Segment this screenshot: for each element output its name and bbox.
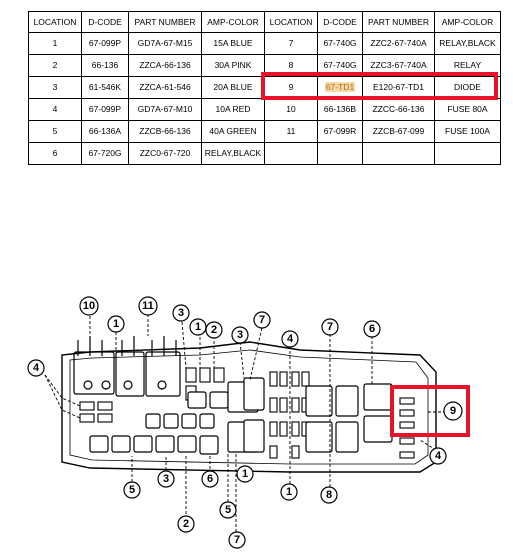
callout-5: 5 bbox=[129, 484, 135, 496]
fuse-location-table: LOCATION D-CODE PART NUMBER AMP-COLOR LO… bbox=[28, 11, 501, 165]
relay-and-fuse-blocks bbox=[89, 377, 393, 455]
cell: RELAY bbox=[434, 54, 501, 77]
highlighted-d-code-text: 67-TD1 bbox=[324, 82, 356, 92]
callout-7: 7 bbox=[259, 314, 265, 326]
callout-7: 7 bbox=[327, 321, 333, 333]
callout-2: 2 bbox=[211, 324, 217, 336]
cell: 67-720G bbox=[81, 142, 129, 165]
callout-3: 3 bbox=[178, 307, 184, 319]
callout-8: 8 bbox=[326, 489, 332, 501]
callout-4: 4 bbox=[287, 333, 294, 345]
callout-9: 9 bbox=[450, 405, 456, 417]
callout-4: 4 bbox=[33, 362, 40, 374]
callout-11: 11 bbox=[142, 300, 154, 312]
callout-1: 1 bbox=[242, 468, 248, 480]
callout-7: 7 bbox=[234, 534, 240, 546]
callout-4: 4 bbox=[435, 450, 442, 462]
table-row: 3 61-546K ZZCA-61-546 20A BLUE 9 67-TD1 … bbox=[28, 76, 501, 99]
main-fuse-blocks bbox=[73, 336, 181, 397]
table-row: 2 66-136 ZZCA-66-136 30A PINK 8 67-740G … bbox=[28, 54, 501, 77]
cell: ZZC0-67-720 bbox=[128, 142, 202, 165]
cell bbox=[434, 142, 501, 165]
table-row-9-highlight-box bbox=[261, 72, 498, 100]
table-row: 6 67-720G ZZC0-67-720 RELAY,BLACK bbox=[28, 142, 501, 165]
callout-2: 2 bbox=[183, 518, 189, 530]
callout-3: 3 bbox=[163, 473, 169, 485]
callout-6: 6 bbox=[207, 473, 213, 485]
table-row: 4 67-099P GD7A-67-M10 10A RED 10 66-136B… bbox=[28, 98, 501, 121]
callout-10: 10 bbox=[83, 300, 95, 312]
callout-1: 1 bbox=[286, 486, 292, 498]
callout-circles bbox=[27, 296, 463, 549]
callout-3: 3 bbox=[237, 329, 243, 341]
callout-6: 6 bbox=[369, 323, 375, 335]
table-row: 1 67-099P GD7A-67-M15 15A BLUE 7 67-740G… bbox=[28, 32, 501, 55]
callout-1: 1 bbox=[195, 321, 201, 333]
callout-5: 5 bbox=[225, 504, 231, 516]
callout-numbers: 10 11 1 3 1 2 3 7 4 7 6 4 9 4 5 3 6 1 2 … bbox=[33, 300, 456, 546]
location-9-highlight-box bbox=[390, 385, 470, 437]
callout-1: 1 bbox=[113, 318, 119, 330]
callout-leader-lines bbox=[44, 314, 444, 534]
table-header-row: LOCATION D-CODE PART NUMBER AMP-COLOR LO… bbox=[28, 11, 501, 33]
